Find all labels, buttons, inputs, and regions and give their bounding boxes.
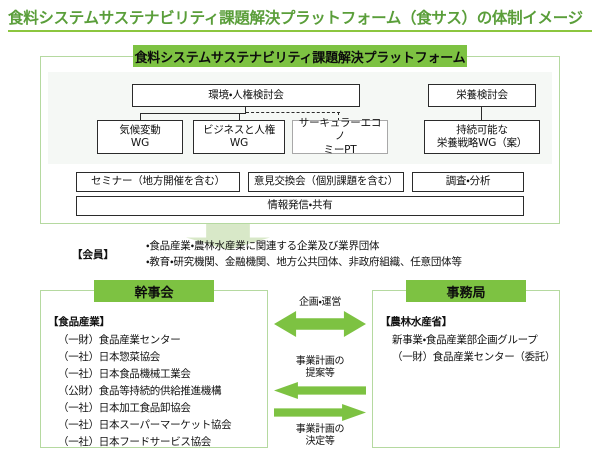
circular-pt-line1: サーキュラーエコノ xyxy=(298,117,382,143)
member-line-1: ・食品産業・農林水産業に関連する企業及び業界団体 xyxy=(146,240,380,252)
steering-committee-org-list: （一財）食品産業センター （一社）日本惣菜協会 （一社）日本食品機械工業会 （公… xyxy=(58,332,268,451)
steering-committee-container xyxy=(40,290,268,448)
connector-climate-down xyxy=(140,113,142,120)
secretariat-heading: 【農林水産省】 xyxy=(380,316,453,328)
list-item: （公財）食品等持続的供給推進機構 xyxy=(58,385,222,397)
proposal-line1: 事業計画の xyxy=(295,356,345,367)
steering-committee-banner: 幹事会 xyxy=(94,280,214,302)
connector-environment-down xyxy=(245,107,247,114)
arrow-right-icon xyxy=(274,404,366,421)
list-item: （一社）日本惣菜協会 xyxy=(58,351,160,363)
list-item: （一財）食品産業センター（委託） xyxy=(392,351,556,363)
connector-business-down xyxy=(239,113,241,120)
node-climate-change-wg[interactable]: 気候変動 WG xyxy=(97,120,183,154)
list-item: （一社）日本スーパーマーケット協会 xyxy=(58,419,232,431)
connector-nutrition-down xyxy=(481,107,483,120)
connector-circular-dashed-down xyxy=(338,112,339,121)
member-description: ・食品産業・農林水産業に関連する企業及び業界団体 ・教育・研究機関、金融機関、地… xyxy=(146,238,566,271)
list-item: （一財）食品産業センター xyxy=(58,334,181,346)
decision-line2: 決定等 xyxy=(305,436,335,447)
decision-line1: 事業計画の xyxy=(295,424,345,435)
steering-committee-heading: 【食品産業】 xyxy=(48,316,110,328)
node-environment-committee[interactable]: 環境・人権検討会 xyxy=(132,84,360,107)
circular-pt-line2: ミーPT xyxy=(323,143,357,156)
secretariat-container xyxy=(372,290,560,448)
business-wg-line1: ビジネスと人権 xyxy=(202,123,276,136)
title-divider xyxy=(8,30,592,32)
node-opinion-exchange[interactable]: 意見交換会（個別課題を含む） xyxy=(248,172,404,192)
node-nutrition-committee[interactable]: 栄養検討会 xyxy=(428,84,536,107)
proposal-label: 事業計画の 提案等 xyxy=(268,356,372,380)
node-business-human-rights-wg[interactable]: ビジネスと人権 WG xyxy=(193,120,285,154)
business-wg-line2: WG xyxy=(229,137,249,149)
member-line-2: ・教育・研究機関、金融機関、地方公共団体、非政府組織、任意団体等 xyxy=(146,256,462,269)
list-item: （一社）日本加工食品卸協会 xyxy=(58,402,191,414)
node-circular-economy-pt[interactable]: サーキュラーエコノ ミーPT xyxy=(292,117,388,156)
member-label: 【会員】 xyxy=(72,249,114,261)
connector-environment-horizontal xyxy=(140,113,246,115)
secretariat-org-list: 新事業・食品産業部企画グループ （一財）食品産業センター（委託） xyxy=(392,332,562,366)
climate-wg-line2: WG xyxy=(130,137,150,149)
secretariat-banner: 事務局 xyxy=(406,280,526,302)
list-item: （一社）日本フードサービス協会 xyxy=(58,436,211,448)
page-title: 食料システムサステナビリティ課題解決プラットフォーム（食サス）の体制イメージ xyxy=(8,9,583,27)
list-item: （一社）日本食品機械工業会 xyxy=(58,368,191,380)
climate-wg-line1: 気候変動 xyxy=(119,123,161,136)
connector-circular-dashed-horizontal xyxy=(246,112,340,113)
bidirectional-arrow-icon xyxy=(274,311,366,337)
arrow-left-icon xyxy=(274,382,366,399)
node-sustainable-nutrition-strategy-wg[interactable]: 持続可能な 栄養戦略WG（案） xyxy=(424,120,540,154)
proposal-line2: 提案等 xyxy=(305,368,335,379)
planning-operation-label: 企画・運営 xyxy=(299,297,341,308)
nutrition-wg-line2: 栄養戦略WG（案） xyxy=(436,137,528,149)
list-item: 新事業・食品産業部企画グループ xyxy=(392,334,538,346)
decision-label: 事業計画の 決定等 xyxy=(268,424,372,448)
platform-banner: 食料システムサステナビリティ課題解決プラットフォーム xyxy=(133,45,467,67)
node-research-analysis[interactable]: 調査・分析 xyxy=(412,172,524,192)
nutrition-wg-line1: 持続可能な xyxy=(456,123,508,136)
node-information-sharing[interactable]: 情報発信・共有 xyxy=(76,196,524,216)
node-seminar[interactable]: セミナー（地方開催を含む） xyxy=(76,172,240,192)
